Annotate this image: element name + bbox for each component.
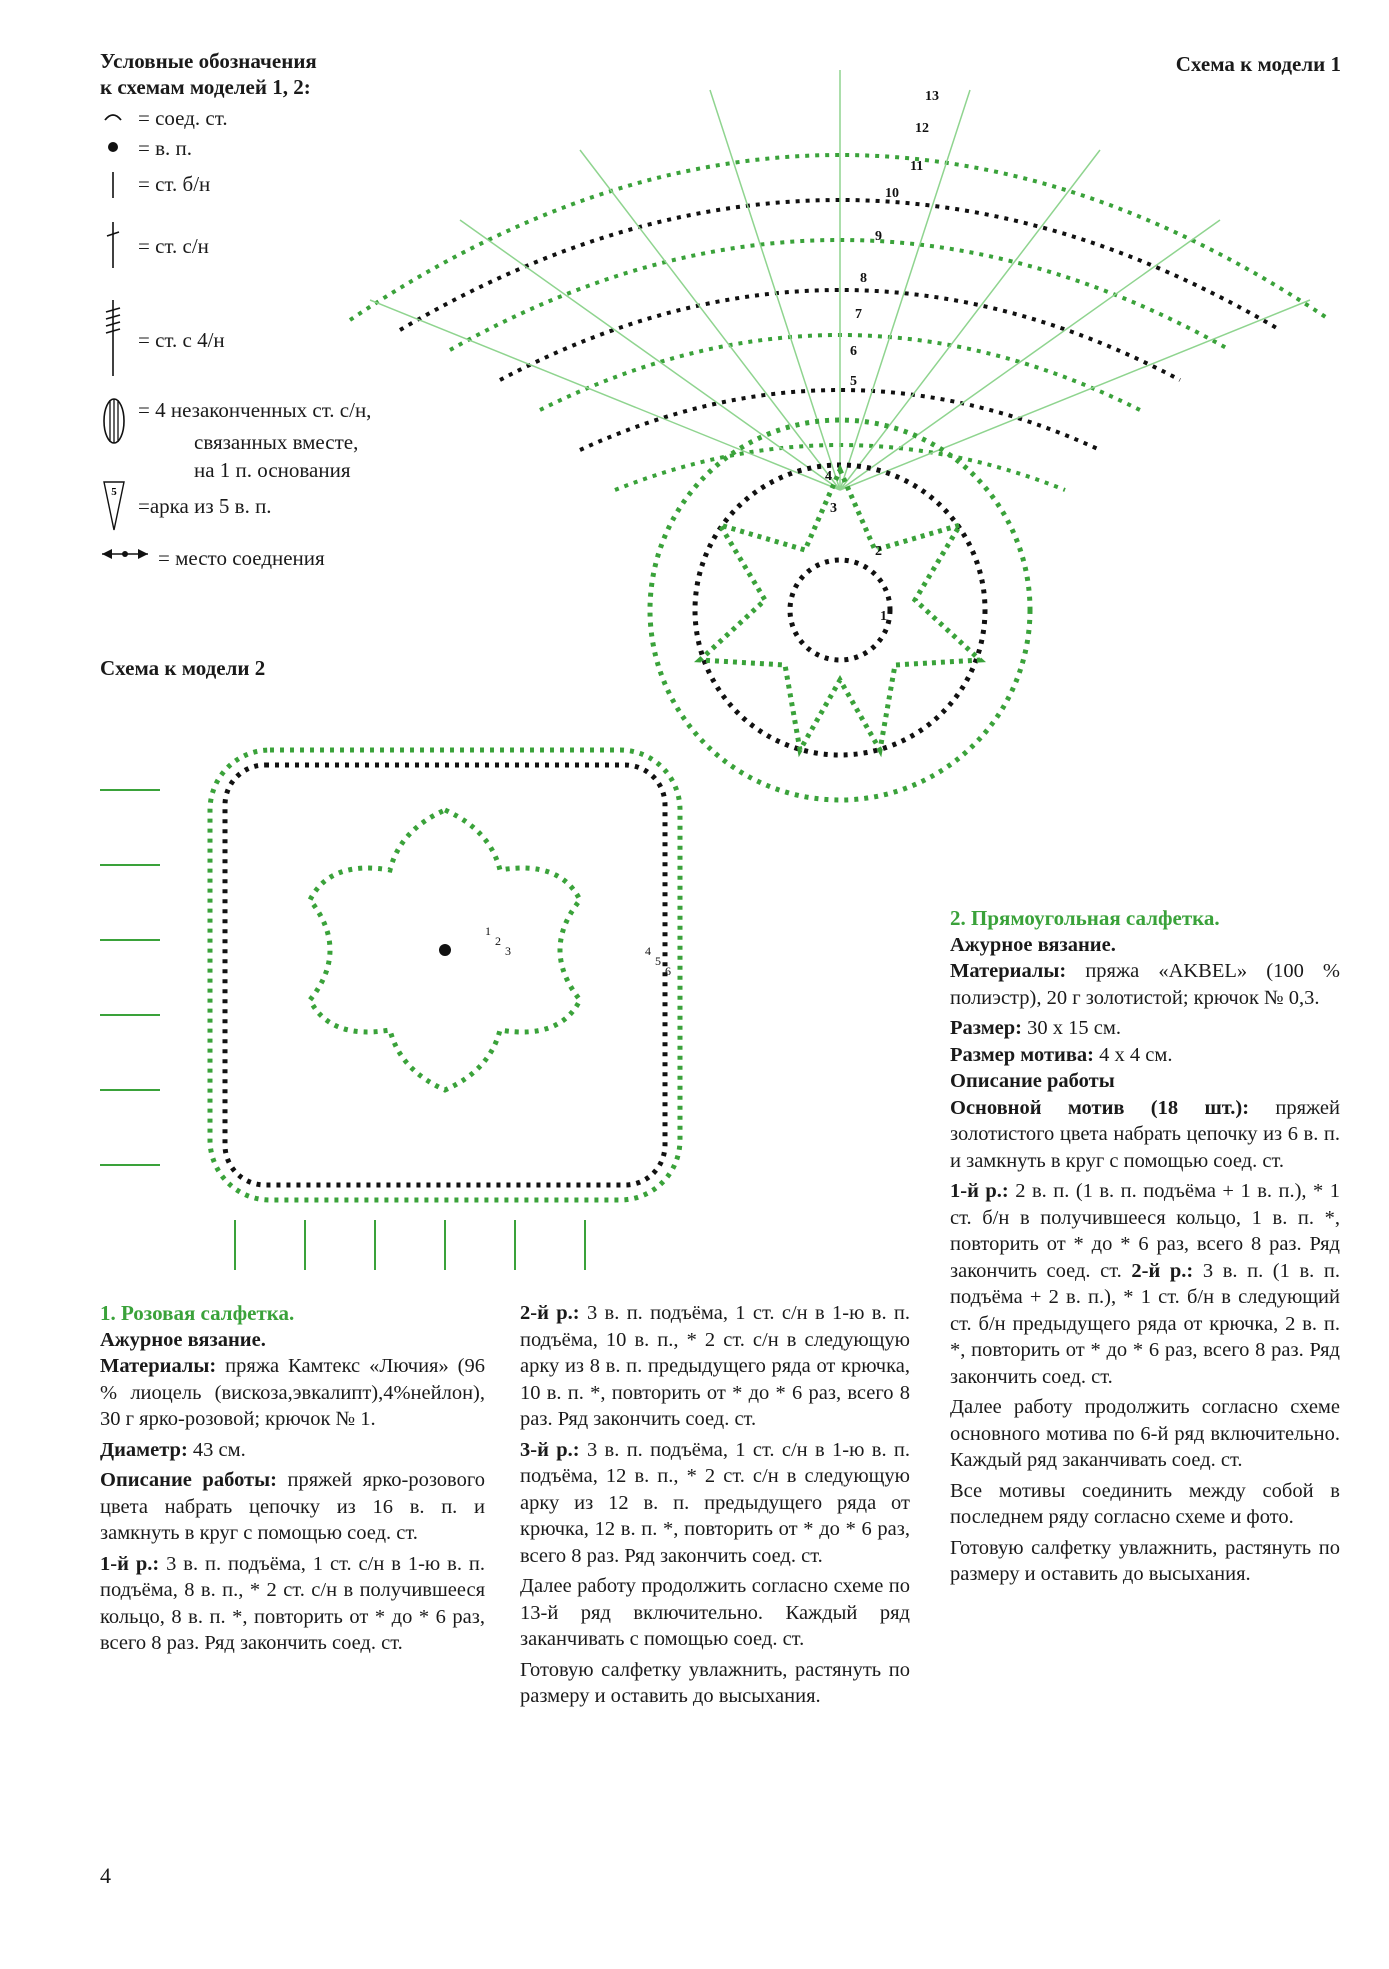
svg-text:3: 3 — [505, 944, 511, 958]
row-number-6: 6 — [850, 344, 857, 359]
article1-technique: Ажурное вязание. — [100, 1327, 485, 1354]
svg-text:2: 2 — [495, 934, 501, 948]
doily-row-numbers: 1 2 3 4 5 6 7 8 9 10 11 12 13 — [825, 89, 939, 624]
legend-item-dc: = ст. с/н — [100, 220, 209, 270]
svg-text:5: 5 — [111, 486, 117, 498]
article2-technique: Ажурное вязание. — [950, 932, 1340, 959]
diagram2-square-motif: 1 2 3 4 5 6 — [100, 710, 700, 1270]
svg-text:6: 6 — [665, 964, 671, 978]
motif-row-labels: 1 2 3 4 5 6 — [485, 924, 671, 978]
article1-col1: 1. Розовая салфетка. Ажурное вязание. Ма… — [100, 1300, 485, 1661]
article2-size: Размер: 30 х 15 см. — [950, 1015, 1340, 1042]
row-number-11: 11 — [910, 159, 923, 174]
row-number-8: 8 — [860, 271, 867, 286]
article2-heading: 2. Прямоугольная салфетка. — [950, 905, 1340, 932]
article1-continue: Далее работу продолжить согласно схеме п… — [520, 1573, 910, 1653]
double-crochet-icon — [100, 220, 130, 270]
diagram2-title: Схема к модели 2 — [100, 656, 265, 681]
article2-motif: Основной мотив (18 шт.): пряжей золотист… — [950, 1095, 1340, 1175]
article2-finish: Готовую салфетку увлажнить, растянуть по… — [950, 1535, 1340, 1588]
article1-col2: 2-й р.: 3 в. п. подъёма, 1 ст. с/н в 1-ю… — [520, 1300, 910, 1714]
legend-title-line2: к схемам моделей 1, 2: — [100, 74, 317, 100]
article2-continue: Далее работу продолжить согласно схеме о… — [950, 1394, 1340, 1474]
row-number-13: 13 — [925, 89, 939, 104]
motif-frame — [210, 750, 680, 1200]
legend-item-chain: = в. п. — [100, 134, 192, 162]
join-point-icon — [100, 544, 150, 564]
article2-desc-label: Описание работы — [950, 1068, 1340, 1095]
article2: 2. Прямоугольная салфетка. Ажурное вязан… — [950, 905, 1340, 1592]
article2-motif-size: Размер мотива: 4 х 4 см. — [950, 1042, 1340, 1069]
motif-center-flower — [310, 810, 580, 1090]
article2-join: Все мотивы соединить между собой в после… — [950, 1478, 1340, 1531]
legend-item-quad: = ст. с 4/н — [100, 298, 225, 378]
article1-row3: 3-й р.: 3 в. п. подъёма, 1 ст. с/н в 1-ю… — [520, 1437, 910, 1570]
doily-fan-spokes — [370, 70, 1310, 490]
article1-description: Описание работы: пряжей ярко-розового цв… — [100, 1467, 485, 1547]
row-number-2: 2 — [875, 544, 882, 559]
legend-item-arch: 5 =арка из 5 в. п. — [100, 478, 272, 532]
legend-item-join: = место соеднения — [100, 544, 325, 572]
row-number-4: 4 — [825, 469, 832, 484]
legend-item-sc: = ст. б/н — [100, 170, 210, 200]
row-number-1: 1 — [880, 609, 887, 624]
article1-row1: 1-й р.: 3 в. п. подъёма, 1 ст. с/н в 1-ю… — [100, 1551, 485, 1657]
svg-text:4: 4 — [645, 944, 651, 958]
arch-5-icon: 5 — [100, 478, 130, 532]
article1-row2: 2-й р.: 3 в. п. подъёма, 1 ст. с/н в 1-ю… — [520, 1300, 910, 1433]
slip-stitch-icon — [100, 104, 130, 128]
single-crochet-icon — [100, 170, 130, 200]
article1-materials: Материалы: пряжа Камтекс «Лючия» (96 % л… — [100, 1353, 485, 1433]
motif-join-arrows — [100, 790, 585, 1270]
row-number-12: 12 — [915, 121, 929, 136]
quadruple-treble-icon — [100, 298, 130, 378]
legend-title: Условные обозначения к схемам моделей 1,… — [100, 48, 317, 100]
legend-item-slip: = соед. ст. — [100, 104, 228, 132]
article1-heading: 1. Розовая салфетка. — [100, 1300, 485, 1327]
legend-title-line1: Условные обозначения — [100, 48, 317, 74]
chain-stitch-icon — [100, 134, 130, 158]
article1-finish: Готовую салфетку увлажнить, растянуть по… — [520, 1657, 910, 1710]
row-number-7: 7 — [855, 307, 862, 322]
page-number: 4 — [100, 1863, 111, 1889]
article1-diameter: Диаметр: 43 см. — [100, 1437, 485, 1464]
row-number-3: 3 — [830, 501, 837, 516]
article2-row1: 1-й р.: 2 в. п. (1 в. п. подъёма + 1 в. … — [950, 1178, 1340, 1390]
row-number-10: 10 — [885, 186, 899, 201]
article2-materials: Материалы: пряжа «AKBEL» (100 % полиэстр… — [950, 958, 1340, 1011]
svg-text:1: 1 — [485, 924, 491, 938]
row-number-5: 5 — [850, 374, 857, 389]
cluster-icon — [100, 396, 130, 446]
svg-text:5: 5 — [655, 954, 661, 968]
row-number-9: 9 — [875, 229, 882, 244]
